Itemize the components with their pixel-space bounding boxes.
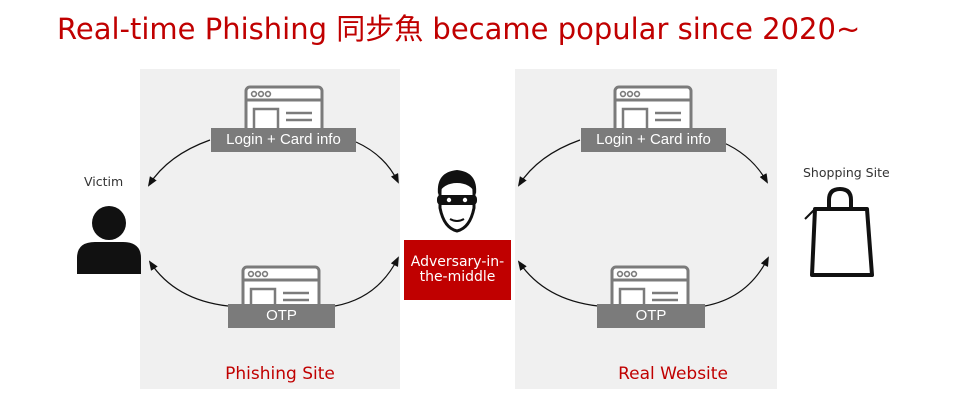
slide-title: Real-time Phishing 同步魚 became popular si… bbox=[57, 12, 861, 46]
arrow-login-to-adversary bbox=[355, 141, 399, 184]
arrow-login-to-shop bbox=[721, 141, 768, 184]
login-card-tag-real: Login + Card info bbox=[581, 128, 726, 152]
arrow-otp-to-adversary bbox=[334, 256, 399, 307]
arrow-otp-from-victim bbox=[148, 260, 229, 307]
arrow-login-to-aitm-right bbox=[517, 139, 581, 187]
otp-tag-phishing: OTP bbox=[228, 304, 335, 328]
login-card-tag-phishing: Login + Card info bbox=[211, 128, 356, 152]
victim-label: Victim bbox=[84, 174, 124, 189]
shopping-site-label: Shopping Site bbox=[803, 165, 890, 180]
arrow-otp-from-shop bbox=[704, 256, 769, 307]
browser-window-icon bbox=[610, 265, 690, 315]
arrow-login-to-victim bbox=[147, 139, 211, 187]
otp-tag-real: OTP bbox=[597, 304, 705, 328]
real-website-label: Real Website bbox=[618, 364, 728, 384]
adversary-label: Adversary-in-the-middle bbox=[410, 254, 505, 285]
phishing-site-label: Phishing Site bbox=[225, 364, 335, 384]
adversary-in-the-middle-box: Adversary-in-the-middle bbox=[404, 240, 511, 300]
arrow-otp-to-aitm-right bbox=[517, 260, 599, 307]
